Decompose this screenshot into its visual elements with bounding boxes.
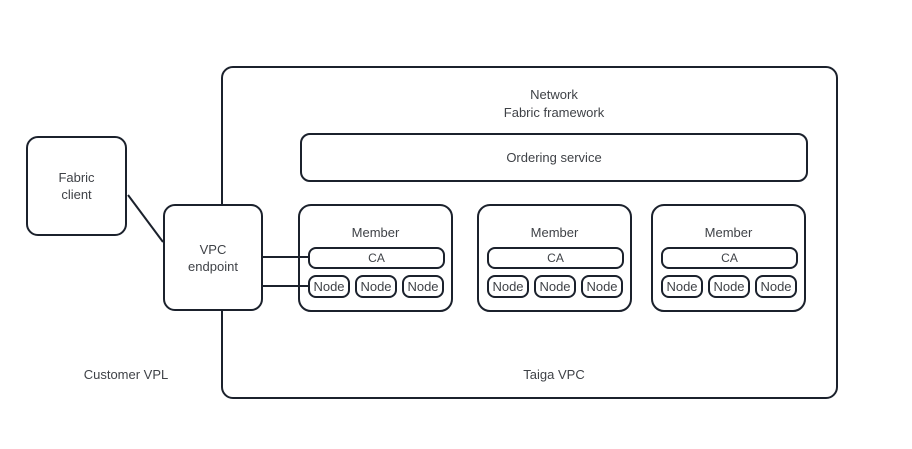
member-box-3: Member CA Node Node Node: [651, 204, 806, 312]
node-label: Node: [586, 279, 618, 294]
network-title-line1: Network: [530, 87, 578, 102]
member-title: Member: [351, 225, 400, 240]
node-label: Node: [313, 279, 345, 294]
node-label: Node: [666, 279, 698, 294]
member-box-2: Member CA Node Node Node: [477, 204, 632, 312]
node-box: Node: [581, 275, 623, 298]
ordering-service-label: Ordering service: [506, 150, 602, 165]
member-box-1: Member CA Node Node Node: [298, 204, 453, 312]
ordering-service-box: Ordering service: [300, 133, 808, 182]
fabric-client-label-line1: Fabric: [58, 170, 95, 185]
network-fabric-framework-title: Network Fabric framework: [404, 86, 704, 122]
ca-box: CA: [487, 247, 624, 269]
node-box: Node: [355, 275, 397, 298]
ca-label: CA: [721, 251, 738, 265]
fabric-client-box: Fabric client: [26, 136, 127, 236]
node-label: Node: [407, 279, 439, 294]
vpc-endpoint-label-line1: VPC: [199, 241, 227, 257]
node-row: Node Node Node: [661, 275, 800, 298]
vpc-endpoint-box: VPC endpoint: [163, 204, 263, 311]
ca-box: CA: [308, 247, 445, 269]
node-box: Node: [308, 275, 350, 298]
client-endpoint-connector: [127, 194, 164, 243]
node-box: Node: [402, 275, 444, 298]
ca-box: CA: [661, 247, 798, 269]
fabric-client-label-line2: client: [61, 187, 92, 202]
node-row: Node Node Node: [308, 275, 447, 298]
node-label: Node: [713, 279, 745, 294]
member-title: Member: [704, 225, 753, 240]
ca-label: CA: [368, 251, 385, 265]
node-box: Node: [487, 275, 529, 298]
node-box: Node: [708, 275, 750, 298]
node-label: Node: [760, 279, 792, 294]
node-label: Node: [492, 279, 524, 294]
vpc-endpoint-label-line2: endpoint: [188, 258, 238, 274]
network-title-line2: Fabric framework: [503, 105, 605, 120]
node-box: Node: [661, 275, 703, 298]
customer-vpl-label: Customer VPL: [83, 367, 169, 382]
node-row: Node Node Node: [487, 275, 626, 298]
node-label: Node: [539, 279, 571, 294]
member-title: Member: [530, 225, 579, 240]
node-label: Node: [360, 279, 392, 294]
ca-label: CA: [547, 251, 564, 265]
node-box: Node: [534, 275, 576, 298]
node-box: Node: [755, 275, 797, 298]
taiga-vpc-label: Taiga VPC: [523, 367, 585, 382]
